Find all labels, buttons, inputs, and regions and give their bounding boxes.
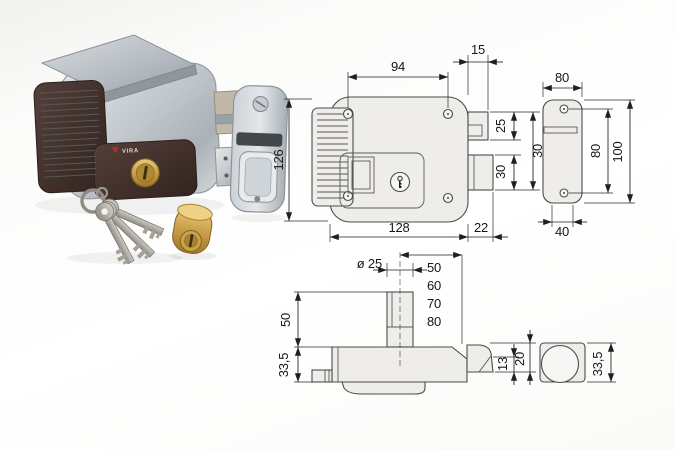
screw-holes: [342, 108, 454, 204]
svg-text:80: 80: [555, 70, 569, 85]
svg-text:20: 20: [512, 352, 527, 366]
dim-body-depth-33-5: 33,5: [276, 346, 332, 383]
svg-text:70: 70: [427, 296, 441, 311]
inner-panel: [339, 152, 425, 209]
top-view-drawing: ø 25 50 60 70 80 50 33,5: [276, 251, 536, 395]
dim-strike-hole-spacing-80: 80: [569, 108, 613, 194]
latch-tongue-outline: [466, 344, 494, 373]
svg-text:13: 13: [495, 357, 510, 371]
svg-text:126: 126: [271, 149, 286, 170]
louver-grille: [311, 107, 354, 207]
strike-outline: [542, 99, 583, 204]
dim-cylinder-lengths: 50 60 70 80: [399, 251, 463, 344]
strike-plate-photo: [229, 85, 289, 213]
dim-cylinder-diameter-25: ø 25: [357, 256, 427, 277]
keys-photo: [80, 186, 165, 265]
dim-latch-outer-20: 20: [490, 330, 536, 385]
keyhole-symbol: [389, 171, 411, 193]
brass-cylinder-photo: [172, 203, 213, 254]
dim-strike-depth-33-5: 33,5: [587, 342, 616, 383]
svg-text:15: 15: [471, 42, 485, 57]
cover-ribs: [39, 89, 101, 178]
left-tab-outline: [311, 369, 333, 383]
lock-cover: VIRA: [33, 79, 198, 201]
technical-drawing: 94 15 126 128: [271, 42, 635, 395]
dim-latch-height-30: 30: [493, 154, 540, 191]
dim-latch-inner-13: 13: [493, 344, 536, 385]
dim-strike-depth-40: 40: [538, 205, 587, 239]
dim-right-span-30: 30: [529, 111, 545, 191]
svg-text:30: 30: [493, 165, 508, 179]
dim-top-offset-15: 15: [453, 42, 503, 110]
electric-lock-photo: VIRA: [33, 34, 256, 201]
svg-text:ø 25: ø 25: [357, 256, 382, 271]
brand-logo-text: VIRA: [122, 148, 139, 155]
svg-text:40: 40: [555, 224, 569, 239]
svg-text:25: 25: [493, 119, 508, 133]
key-cylinder-photo: [130, 158, 160, 188]
flange-outline: [341, 381, 426, 395]
key: [95, 202, 135, 265]
brand-logo: VIRA: [111, 147, 139, 155]
brand-logo-mark: [111, 147, 119, 154]
dim-width-128: 128: [329, 220, 469, 242]
svg-text:80: 80: [588, 144, 603, 158]
dim-hole-spacing-94: 94: [347, 59, 449, 108]
strike-front-view-drawing: 80 40 80 100: [538, 70, 635, 239]
svg-text:60: 60: [427, 278, 441, 293]
front-view-drawing: 94 15 126 128: [271, 42, 545, 242]
svg-text:33,5: 33,5: [276, 353, 291, 378]
strike-roller-outline: [540, 344, 580, 384]
key-ring-small: [95, 186, 109, 200]
svg-text:22: 22: [474, 220, 488, 235]
dim-strike-width-80: 80: [542, 70, 583, 97]
bolt-outline: [467, 111, 489, 141]
dim-cylinder-protrusion-50: 50: [278, 291, 387, 348]
svg-text:100: 100: [610, 141, 625, 162]
body-slab-outline: [331, 346, 468, 383]
latch-outline: [467, 154, 494, 191]
strike-slot: [236, 132, 283, 147]
strike-shadow: [231, 214, 287, 222]
svg-text:50: 50: [427, 260, 441, 275]
strike-top-view-drawing: 33,5: [539, 342, 616, 384]
svg-text:50: 50: [278, 313, 293, 327]
svg-text:30: 30: [530, 144, 545, 158]
cylinder-shadow: [169, 252, 217, 260]
svg-text:33,5: 33,5: [590, 352, 605, 377]
svg-text:128: 128: [388, 220, 409, 235]
dim-latch-protrusion-22: 22: [468, 192, 508, 242]
svg-text:94: 94: [391, 59, 405, 74]
svg-text:80: 80: [427, 314, 441, 329]
dim-height-126: 126: [271, 98, 328, 222]
product-photo: VIRA: [33, 34, 289, 265]
strike-slot-outline: [543, 126, 578, 134]
dim-strike-height-100: 100: [584, 99, 635, 204]
dim-bolt-height-25: 25: [490, 111, 540, 141]
